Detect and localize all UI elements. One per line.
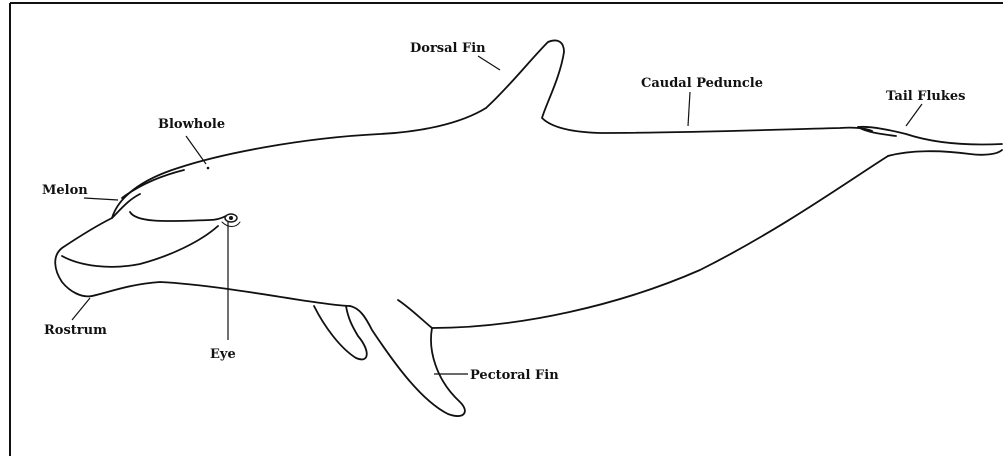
label-pectoral-fin: Pectoral Fin xyxy=(470,368,559,383)
leader-blowhole xyxy=(186,136,206,164)
leader-melon xyxy=(84,198,118,200)
melon-crease xyxy=(112,194,226,221)
diagram-frame xyxy=(10,3,1003,456)
leader-caudal-peduncle xyxy=(688,92,690,126)
label-rostrum: Rostrum xyxy=(44,323,107,338)
label-blowhole: Blowhole xyxy=(158,117,225,132)
label-dorsal-fin: Dorsal Fin xyxy=(410,41,486,56)
tail-fluke-shape xyxy=(858,127,1002,156)
blowhole-dot xyxy=(207,167,210,170)
label-melon: Melon xyxy=(42,183,88,198)
leader-rostrum xyxy=(72,298,90,320)
leader-lines xyxy=(72,56,922,374)
label-tail-flukes: Tail Flukes xyxy=(886,89,965,104)
dolphin-outline xyxy=(55,40,1002,416)
leader-tail-flukes xyxy=(906,104,922,126)
belly-contour xyxy=(432,156,888,328)
pectoral-fin-base xyxy=(398,300,432,328)
label-caudal-peduncle: Caudal Peduncle xyxy=(641,76,763,91)
leader-dorsal-fin xyxy=(478,56,500,70)
label-eye: Eye xyxy=(210,347,236,362)
far-pectoral-fin-shape xyxy=(314,306,367,359)
throat-contour xyxy=(92,282,350,306)
pectoral-fin-shape xyxy=(350,306,465,416)
head-contour-inner xyxy=(122,170,184,198)
